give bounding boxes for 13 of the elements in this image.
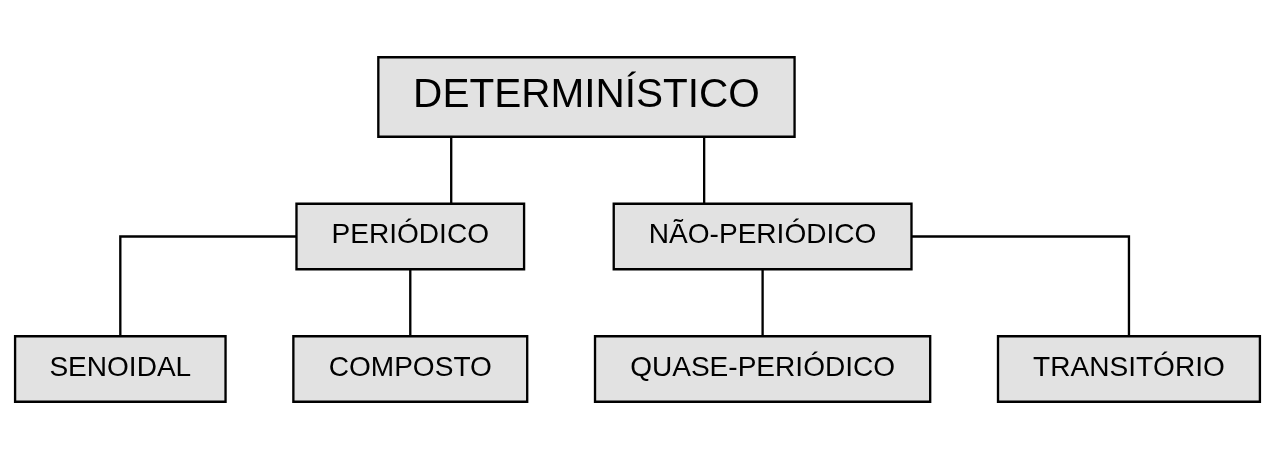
connector xyxy=(761,269,764,337)
node-box: PERIÓDICO xyxy=(295,202,526,271)
node-box: COMPOSTO xyxy=(292,335,529,403)
node-box: NÃO-PERIÓDICO xyxy=(612,202,913,271)
node-box: TRANSITÓRIO xyxy=(996,335,1262,403)
connector xyxy=(911,235,1131,337)
node-box: DETERMINÍSTICO xyxy=(377,56,796,138)
connector xyxy=(119,235,297,337)
connector xyxy=(450,137,453,204)
node-box: SENOIDAL xyxy=(13,335,227,403)
connector xyxy=(703,137,706,204)
node-box: QUASE-PERIÓDICO xyxy=(593,335,932,403)
connector xyxy=(409,269,412,337)
